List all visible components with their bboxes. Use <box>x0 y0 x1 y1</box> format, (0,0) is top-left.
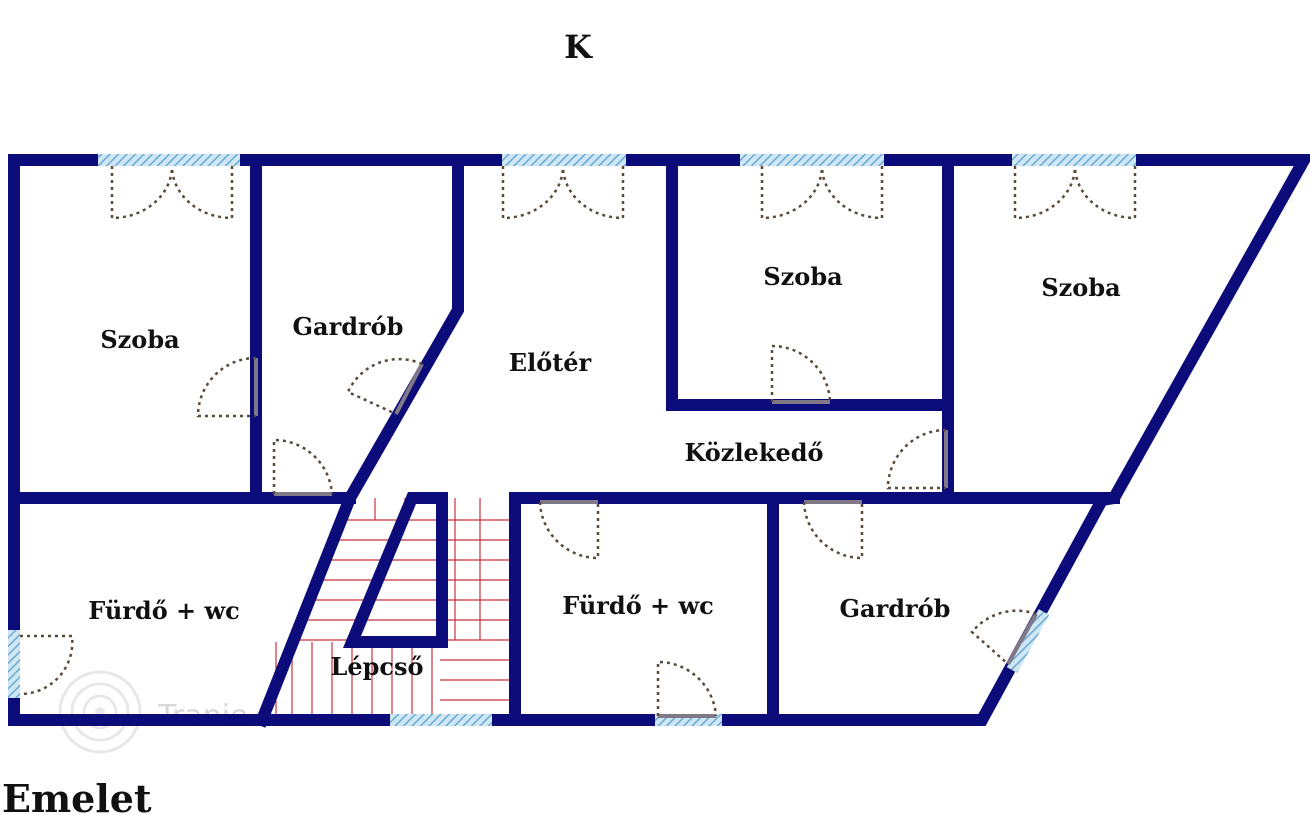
room-szoba-left: Szoba <box>100 325 179 354</box>
room-gardrob-bottom: Gardrób <box>840 594 951 623</box>
tranio-logo-icon <box>58 670 142 754</box>
doors <box>19 344 1038 718</box>
windows <box>8 154 1136 726</box>
stairs-outer-treads <box>295 519 510 701</box>
hatched-window-icon <box>1006 609 1050 673</box>
stairs-lower-risers <box>275 642 433 716</box>
door-swing-icon <box>346 357 424 416</box>
door-swing-icon <box>970 609 1038 665</box>
room-lepcso: Lépcső <box>330 652 423 681</box>
room-szoba-right: Szoba <box>1041 273 1120 302</box>
window-swings <box>110 165 1137 220</box>
door-swing-icon <box>272 438 334 496</box>
compass-label: K <box>564 28 593 66</box>
room-kozlekedo: Közlekedő <box>684 438 823 467</box>
door-swing-icon <box>538 500 600 560</box>
door-swing-icon <box>770 344 832 404</box>
wall-gardrob-eloter <box>254 154 464 728</box>
wall-szoba-mid-left <box>666 154 954 411</box>
walls <box>8 154 1310 728</box>
stairs-upper-risers <box>374 498 481 640</box>
door-swing-icon <box>886 428 948 490</box>
door-swing-icon <box>196 356 258 418</box>
door-swing-icon <box>802 500 864 560</box>
stairs <box>275 498 510 716</box>
outer-wall <box>8 154 1310 726</box>
room-labels: Szoba Gardrób Előtér Szoba Szoba Közleke… <box>88 262 1120 681</box>
door-swing-icon <box>19 634 74 696</box>
room-eloter: Előtér <box>509 348 592 377</box>
wall-stair-core <box>343 492 448 648</box>
door-swing-icon <box>656 660 718 718</box>
room-furdo-left: Fürdő + wc <box>88 596 240 625</box>
room-gardrob-top: Gardrób <box>293 312 404 341</box>
floor-label: Emelet <box>2 776 152 814</box>
room-furdo-mid: Fürdő + wc <box>562 591 714 620</box>
room-szoba-mid: Szoba <box>763 262 842 291</box>
